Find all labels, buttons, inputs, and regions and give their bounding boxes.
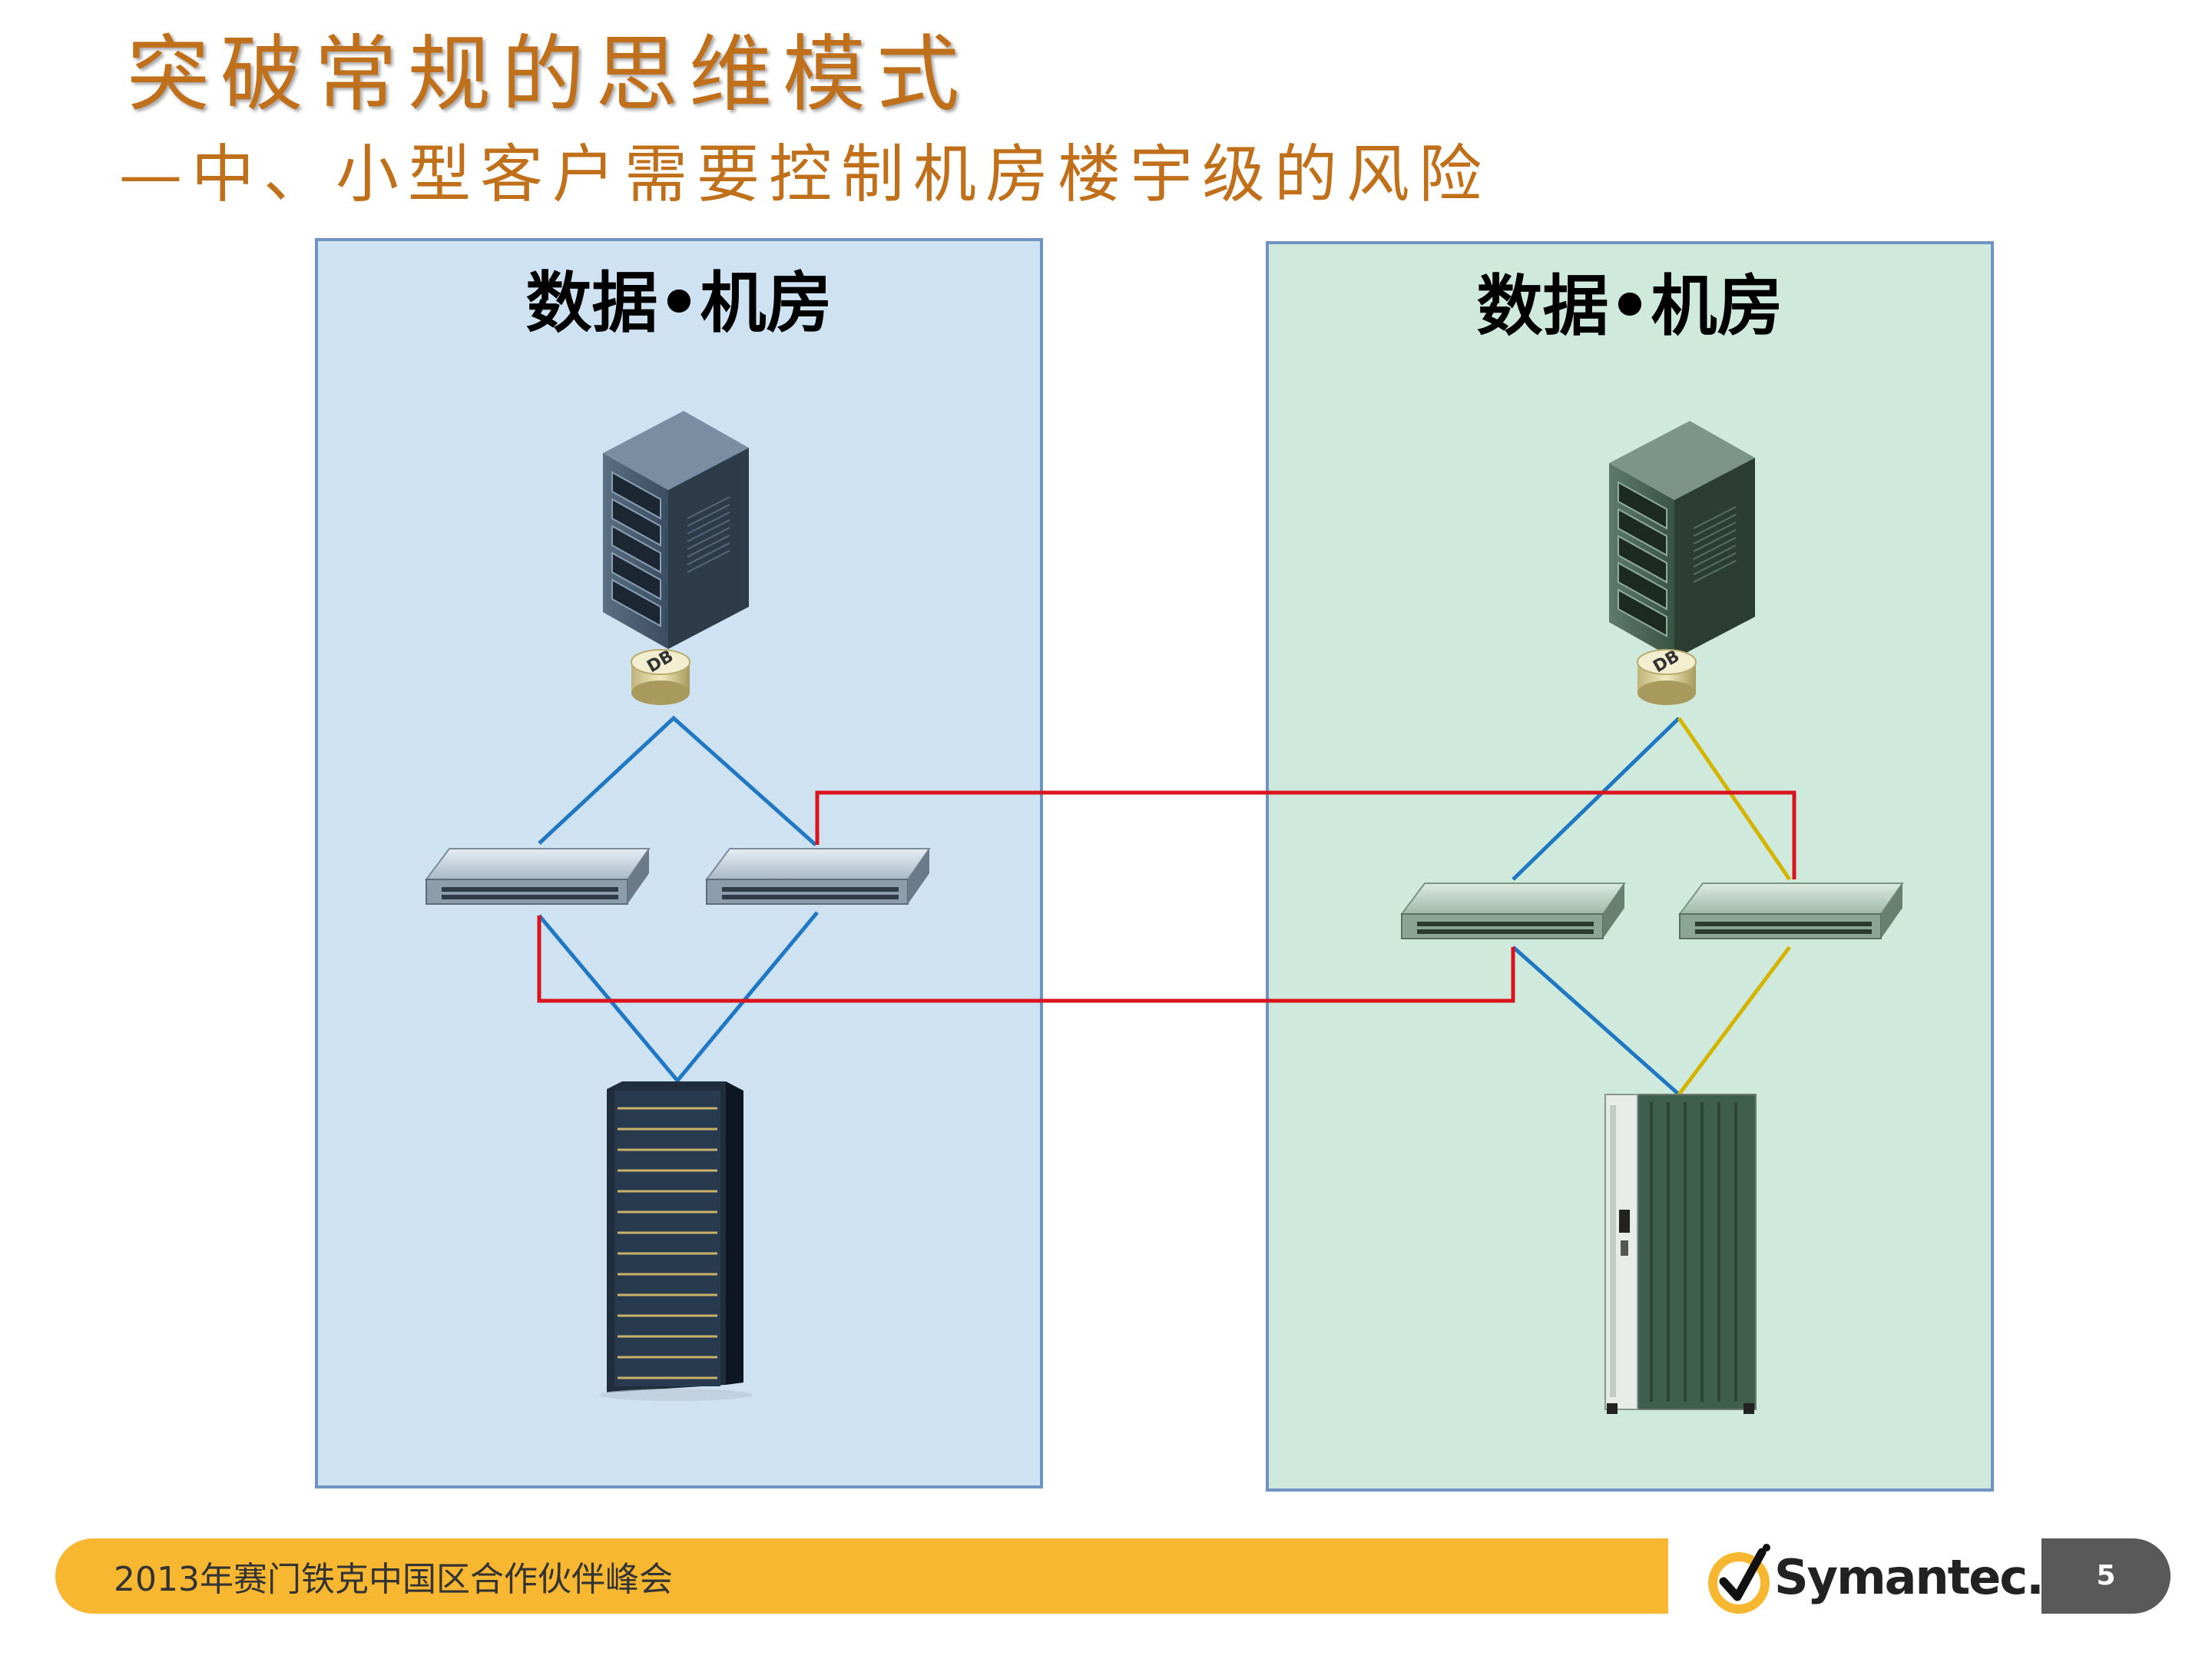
brand-name: Symantec. [1774,1549,2045,1605]
red-link-lower [537,916,1515,1003]
db-badge-icon: DB [1637,647,1697,705]
switch-icon [1678,882,1904,939]
room-label-right: 数据•机房 [1476,268,1783,345]
blue-link-left-top [538,715,817,846]
red-link-upper [815,790,1796,879]
footer-bar [55,1538,1668,1614]
symantec-check-icon [1708,1544,1770,1614]
switch-icon [425,848,651,905]
storage-array-icon [599,1081,753,1401]
db-badge-icon: DB [631,647,690,705]
blue-link-right-bottom [1512,945,1681,1096]
page-number: 5 [2041,1538,2171,1614]
yellow-link-right-top [1677,717,1792,881]
footer-text: 2013年赛门铁克中国区合作伙伴峰会 [114,1560,673,1599]
room-label-left: 数据•机房 [525,265,833,342]
symantec-logo: Symantec. [1707,1540,2045,1617]
server-icon [603,411,749,649]
server-icon [1609,421,1755,659]
blue-link-right-top [1512,717,1681,881]
switch-icon [1400,882,1626,939]
slide-subtitle: —中、小型客户需要控制机房楼宇级的风险 [119,138,1492,211]
blue-link-left-bottom [538,911,819,1084]
slide-title: 突破常规的思维模式 [127,27,971,123]
link-lines [537,715,1796,1096]
yellow-link-right-bottom [1677,945,1791,1096]
tape-library-icon [1604,1094,1757,1414]
switch-icon [705,848,931,905]
